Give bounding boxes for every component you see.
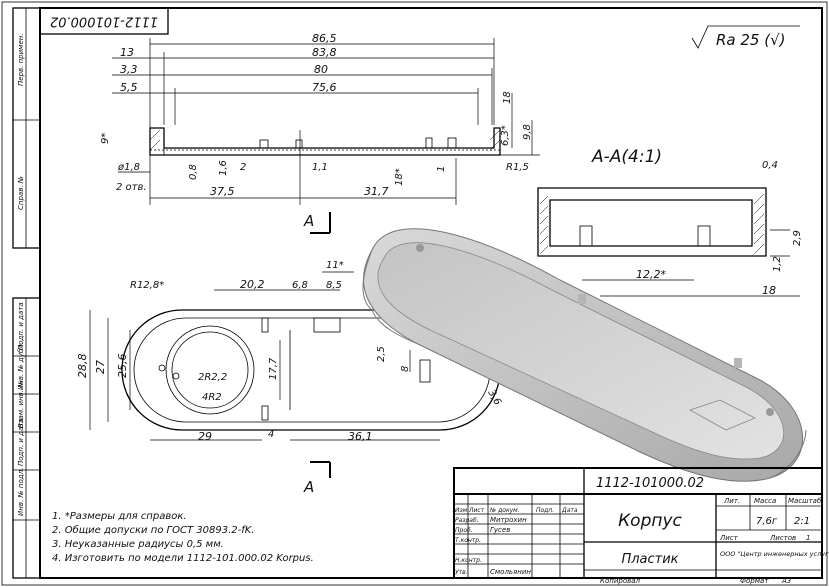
tb-izm: Изм. — [455, 507, 469, 514]
note-4: 4. Изготовить по модели 1112-101.000.02 … — [52, 553, 314, 564]
dim-25-6: 25,6 — [116, 354, 129, 379]
tb-sheets-count: 1 — [806, 534, 810, 542]
tb-sheet: Лист — [719, 534, 739, 542]
dim-2-5: 2,5 — [376, 346, 387, 362]
section-title: А-А(4:1) — [591, 147, 662, 167]
dim-r1-5: R1,5 — [506, 162, 529, 173]
dim-18-star: 18* — [394, 168, 405, 186]
dim-2-holes: 2 отв. — [116, 182, 147, 193]
dim-6-8: 6,8 — [292, 280, 308, 291]
tb-mass: 7,6г — [756, 516, 778, 527]
note-1: 1. *Размеры для справок. — [52, 511, 187, 522]
tb-org: ООО "Центр инженерных услуг "МОДЕЛЬЕР" — [720, 550, 829, 558]
dim-2r2-2: 2R2,2 — [198, 372, 227, 383]
tb-sheets: Листов — [769, 534, 796, 542]
dim-80: 80 — [314, 63, 328, 76]
dim-20-2: 20,2 — [240, 278, 265, 291]
tb-doc: № докум. — [489, 507, 520, 514]
dim-27: 27 — [94, 360, 107, 374]
notes: 1. *Размеры для справок. 2. Общие допуск… — [52, 511, 314, 564]
dim-28-8: 28,8 — [76, 354, 89, 379]
side-label-5: Взам. инв. № — [17, 380, 25, 428]
dim-2: 2 — [240, 162, 246, 173]
dim-12-2: 12,2* — [636, 268, 666, 281]
section-arrow-label-bottom: А — [303, 478, 314, 496]
dim-4r2: 4R2 — [202, 392, 222, 403]
tb-podp: Подп. — [536, 507, 554, 514]
side-label-3: Подп. и дата — [17, 302, 25, 350]
tb-col-scale: Масштаб — [788, 497, 822, 505]
dim-86-5: 86,5 — [312, 32, 337, 45]
rotated-designation: 1112-101000.02 — [50, 14, 158, 29]
dim-9-8: 9,8 — [522, 124, 533, 140]
dim-0-8: 0,8 — [188, 164, 199, 180]
dim-9: 9* — [100, 133, 111, 144]
tb-name: Корпус — [618, 511, 682, 531]
tb-col-lit: Лит. — [723, 497, 740, 505]
tb-approver: Смольянин — [490, 568, 531, 576]
section-view: А-А(4:1) 0,4 2,9 1,2 12,2* 18 — [537, 147, 803, 297]
dim-31-7: 31,7 — [364, 185, 389, 198]
dim-17-7: 17,7 — [268, 357, 279, 380]
inner-frame — [39, 7, 823, 579]
dim-2-9: 2,9 — [792, 230, 803, 246]
tb-nkontr: Н.контр. — [455, 557, 482, 564]
tb-copied: Копировал — [600, 577, 641, 585]
dim-36-1: 36,1 — [348, 430, 373, 443]
dim-8-5: 8,5 — [326, 280, 342, 291]
tb-razrab: Разраб. — [455, 517, 479, 524]
dim-d1-8: ø1,8 — [117, 162, 140, 173]
roughness-symbol: Ra 25 (√) — [691, 25, 800, 49]
dim-1-6: 1,6 — [218, 160, 229, 176]
front-view: 86,5 83,8 80 75,6 13 3,3 5,5 18 9,8 6,3*… — [100, 32, 540, 234]
part-3d-render — [362, 228, 807, 482]
tb-scale: 2:1 — [794, 516, 810, 527]
dim-0-4: 0,4 — [762, 160, 778, 171]
dim-1-1: 1,1 — [312, 162, 328, 173]
title-block: Изм. Лист № докум. Подп. Дата Разраб. Пр… — [453, 467, 829, 585]
dim-r12-8: R12,8* — [130, 280, 164, 291]
tb-prob: Проб. — [455, 527, 473, 534]
side-label-4: Инв. № дубл. — [17, 342, 25, 390]
tb-developer: Митрохин — [490, 516, 527, 524]
rotated-designation-box — [39, 7, 169, 35]
tb-date: Дата — [561, 507, 578, 514]
dim-8: 8 — [400, 366, 411, 372]
side-label-6: Подп. и дата — [17, 418, 25, 466]
dim-75-6: 75,6 — [312, 81, 337, 94]
side-label-7: Инв. № подл. — [17, 468, 25, 516]
tb-checker: Гусев — [490, 526, 510, 534]
dim-29: 29 — [198, 430, 212, 443]
dim-1-2: 1,2 — [772, 256, 783, 272]
dim-6-3: 6,3* — [500, 125, 511, 146]
dim-13: 13 — [120, 46, 134, 59]
tb-material: Пластик — [621, 552, 678, 567]
dim-3-3: 3,3 — [120, 63, 138, 76]
side-stamp: Перв. примен. Справ. № Подп. и дата Инв.… — [12, 7, 41, 579]
tb-format-value: А3 — [781, 577, 791, 585]
dim-83-8: 83,8 — [312, 46, 337, 59]
note-2: 2. Общие допуски по ГОСТ 30893.2-fK. — [52, 524, 254, 536]
dim-5-5: 5,5 — [120, 81, 138, 94]
dim-3-6: 3,6 — [485, 388, 502, 407]
dim-18-sec: 18 — [762, 284, 776, 297]
side-label-2: Справ. № — [17, 176, 25, 210]
dim-1: 1 — [436, 166, 447, 172]
dim-37-5: 37,5 — [210, 185, 235, 198]
tb-list: Лист — [468, 507, 485, 514]
note-3: 3. Неуказанные радиусы 0,5 мм. — [52, 539, 224, 550]
section-arrow-label-top: А — [303, 212, 314, 230]
dim-18-top: 18 — [502, 91, 513, 104]
tb-utv: Утв. — [455, 569, 468, 576]
tb-col-mass: Масса — [754, 497, 776, 505]
roughness-text: Ra 25 (√) — [716, 31, 786, 49]
tb-designation: 1112-101000.02 — [596, 476, 704, 491]
tb-format: Формат — [740, 577, 769, 585]
dim-4: 4 — [268, 429, 274, 440]
side-label-1: Перв. примен. — [17, 33, 25, 86]
dim-11: 11* — [326, 260, 344, 271]
tb-tkontr: Т.контр. — [455, 537, 481, 544]
